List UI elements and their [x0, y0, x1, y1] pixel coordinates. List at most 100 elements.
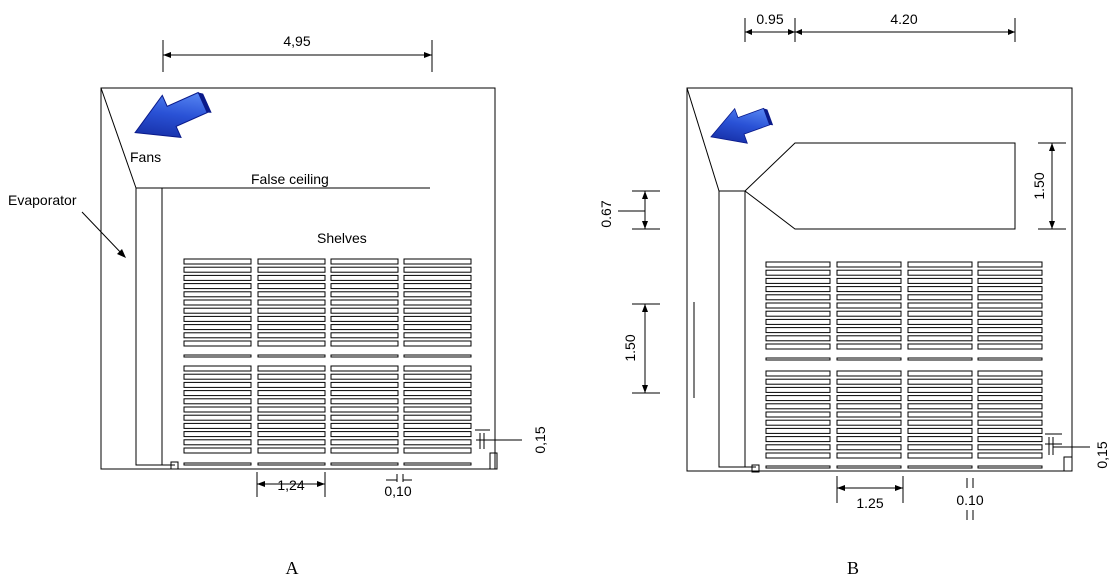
- a-shelf: [403, 307, 472, 314]
- b-shelf: [765, 444, 831, 451]
- b-shelf: [977, 327, 1043, 334]
- a-shelf: [257, 299, 326, 306]
- a-shelf: [183, 299, 252, 306]
- a-shelf: [183, 462, 252, 466]
- b-shelf: [836, 411, 902, 418]
- b-shelf: [836, 436, 902, 443]
- dim-left-text-b: 0.95: [756, 11, 783, 27]
- b-shelf: [907, 302, 973, 309]
- b-shelf: [836, 302, 902, 309]
- b-shelf: [765, 294, 831, 301]
- dimension-top-b: 0.95 4.20: [744, 11, 1016, 42]
- a-shelf: [330, 354, 399, 358]
- a-shelf: [403, 332, 472, 339]
- drain-box-b: [751, 464, 760, 473]
- b-shelf: [836, 261, 902, 268]
- b-shelf: [977, 335, 1043, 342]
- evaporator-diagonal-b: [686, 87, 720, 192]
- a-shelf: [257, 406, 326, 413]
- a-shelf: [257, 274, 326, 281]
- b-shelf: [765, 343, 831, 350]
- a-shelf: [257, 447, 326, 454]
- b-shelf: [836, 335, 902, 342]
- b-shelf: [977, 269, 1043, 276]
- b-shelf: [977, 277, 1043, 284]
- b-shelf: [907, 395, 973, 402]
- b-shelf: [836, 277, 902, 284]
- b-shelf: [765, 370, 831, 377]
- a-shelf: [257, 307, 326, 314]
- b-shelf: [836, 310, 902, 317]
- b-shelf: [977, 302, 1043, 309]
- b-shelf: [907, 261, 973, 268]
- b-shelf: [907, 427, 973, 434]
- b-shelf: [907, 452, 973, 459]
- a-shelf: [403, 266, 472, 273]
- b-shelf: [836, 452, 902, 459]
- a-shelf: [257, 422, 326, 429]
- a-shelf: [330, 390, 399, 397]
- b-shelf: [977, 403, 1043, 410]
- b-shelf: [836, 403, 902, 410]
- a-shelf: [403, 462, 472, 466]
- b-shelf: [977, 395, 1043, 402]
- b-shelf: [907, 318, 973, 325]
- a-shelf: [183, 258, 252, 265]
- a-shelf: [183, 283, 252, 290]
- dim-duct-width-text-b: 4.20: [890, 11, 917, 27]
- a-shelf: [330, 439, 399, 446]
- a-shelf: [257, 414, 326, 421]
- b-shelf: [907, 378, 973, 385]
- b-shelf: [836, 318, 902, 325]
- dimension-gap-b: 0.10: [956, 478, 984, 520]
- b-shelf: [765, 269, 831, 276]
- dim-width-text-a: 4,95: [283, 33, 310, 49]
- a-shelf: [183, 373, 252, 380]
- b-shelf: [765, 310, 831, 317]
- a-shelf: [183, 332, 252, 339]
- a-shelf: [257, 258, 326, 265]
- a-shelf: [403, 373, 472, 380]
- b-shelf: [765, 277, 831, 284]
- a-shelf: [403, 315, 472, 322]
- b-shelf: [836, 386, 902, 393]
- b-shelf: [907, 444, 973, 451]
- dimension-neck-b: 0.67: [598, 190, 660, 230]
- a-shelf: [330, 324, 399, 331]
- a-shelf: [330, 406, 399, 413]
- a-shelf: [183, 307, 252, 314]
- a-shelf: [257, 332, 326, 339]
- a-shelf: [257, 324, 326, 331]
- a-shelf: [257, 291, 326, 298]
- a-shelf: [183, 324, 252, 331]
- b-shelf: [836, 294, 902, 301]
- a-shelf: [183, 381, 252, 388]
- label-false-ceiling: False ceiling: [251, 171, 329, 187]
- b-shelf: [977, 419, 1043, 426]
- a-shelf: [183, 315, 252, 322]
- a-shelf: [183, 398, 252, 405]
- a-shelf: [403, 291, 472, 298]
- b-shelf: [977, 444, 1043, 451]
- evaporator-column-a: [135, 187, 163, 466]
- b-shelf: [907, 436, 973, 443]
- a-shelf: [330, 398, 399, 405]
- b-shelf: [907, 357, 973, 361]
- a-shelf: [403, 299, 472, 306]
- dimension-width-a: 4,95: [162, 33, 433, 72]
- b-shelf: [765, 427, 831, 434]
- b-shelf: [977, 318, 1043, 325]
- a-shelf: [257, 462, 326, 466]
- b-shelf: [907, 277, 973, 284]
- b-shelf: [907, 419, 973, 426]
- a-shelf: [330, 315, 399, 322]
- b-shelf: [836, 378, 902, 385]
- b-shelf: [907, 327, 973, 334]
- b-shelf: [836, 269, 902, 276]
- a-shelf: [257, 354, 326, 358]
- dimension-clearance-b: 0,15: [1045, 433, 1110, 469]
- a-shelf: [183, 266, 252, 273]
- b-shelf: [977, 294, 1043, 301]
- dim-duct-height-text-b: 1.50: [1031, 172, 1047, 199]
- a-shelf: [330, 291, 399, 298]
